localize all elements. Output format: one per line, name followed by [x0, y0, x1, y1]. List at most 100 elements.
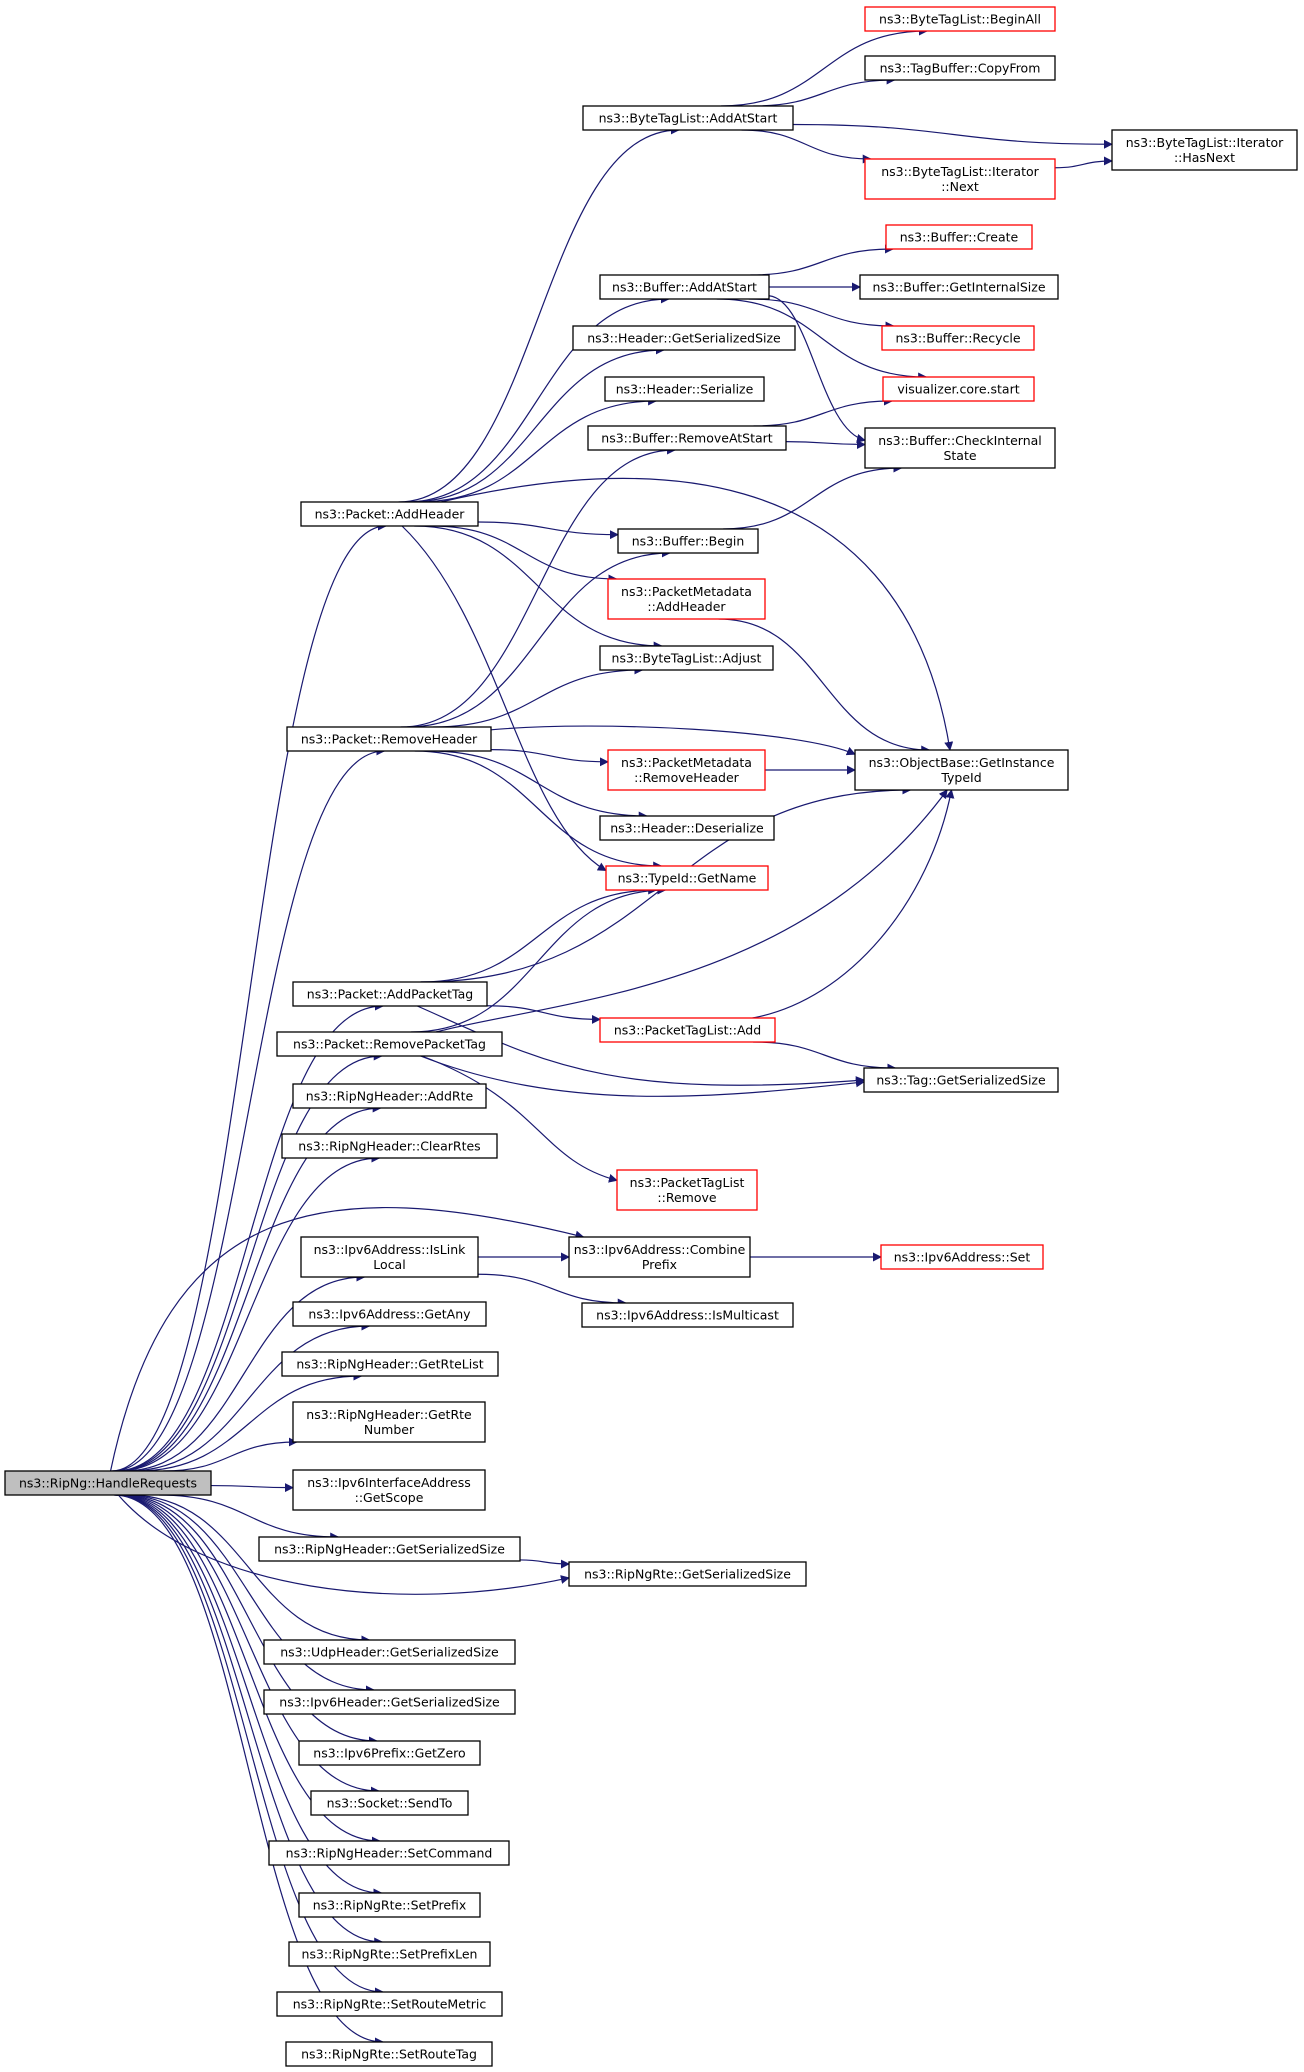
function-node[interactable]: ns3::Ipv6Prefix::GetZero	[298, 1740, 481, 1766]
node-box	[607, 749, 766, 791]
node-box	[864, 55, 1056, 81]
node-box	[859, 274, 1059, 300]
node-label: ns3::Ipv6Address::IsMulticast	[596, 1308, 779, 1323]
node-box	[607, 578, 766, 620]
function-node[interactable]: ns3::RipNgRte::SetPrefix	[298, 1892, 481, 1918]
function-node[interactable]: ns3::ByteTagList::BeginAll	[864, 6, 1056, 32]
call-edge	[417, 396, 658, 503]
node-box	[881, 325, 1035, 351]
function-node[interactable]: ns3::PacketTagList::Add	[599, 1017, 776, 1043]
function-node[interactable]: ns3::Packet::RemovePacketTag	[276, 1031, 503, 1057]
node-box	[286, 726, 492, 752]
function-node[interactable]: ns3::ByteTagList::Adjust	[599, 645, 774, 671]
function-node[interactable]: visualizer.core.start	[882, 376, 1035, 402]
function-node[interactable]: ns3::RipNgHeader::ClearRtes	[281, 1133, 498, 1159]
call-edge	[477, 521, 619, 540]
node-label: visualizer.core.start	[897, 382, 1019, 397]
function-node[interactable]: ns3::Ipv6Header::GetSerializedSize	[263, 1689, 516, 1715]
call-edge	[409, 345, 665, 503]
node-box	[863, 1067, 1059, 1093]
call-edge	[435, 789, 948, 1033]
function-node[interactable]: ns3::PacketMetadata::RemoveHeader	[607, 749, 766, 791]
node-label: TypeId	[940, 770, 981, 785]
call-edge	[490, 749, 609, 767]
function-node[interactable]: ns3::Header::Deserialize	[599, 815, 775, 841]
function-node[interactable]: ns3::Header::Serialize	[604, 376, 765, 402]
function-node[interactable]: ns3::RipNgHeader::AddRte	[292, 1083, 487, 1109]
function-node[interactable]: ns3::Buffer::RemoveAtStart	[587, 425, 787, 451]
node-box	[616, 1169, 758, 1211]
node-label: ns3::Buffer::Begin	[632, 534, 745, 549]
node-label: ::HasNext	[1174, 150, 1235, 165]
function-node[interactable]: ns3::Buffer::GetInternalSize	[859, 274, 1059, 300]
nodes-layer: ns3::RipNg::HandleRequests ns3::ByteTagLi…	[4, 6, 1298, 2067]
node-label: ns3::RipNgRte::SetPrefixLen	[302, 1947, 478, 1962]
call-edge	[519, 1559, 570, 1569]
function-node[interactable]: ns3::ByteTagList::Iterator::HasNext	[1111, 129, 1298, 171]
node-label: ns3::Ipv6Address::Set	[894, 1250, 1031, 1265]
function-node[interactable]: ns3::Ipv6Address::Set	[880, 1244, 1044, 1270]
function-node[interactable]: ns3::Tag::GetSerializedSize	[863, 1067, 1059, 1093]
function-node[interactable]: ns3::Ipv6Address::IsMulticast	[581, 1302, 794, 1328]
call-edge	[405, 294, 670, 503]
call-edge	[115, 1494, 384, 1947]
node-label: ns3::PacketMetadata	[621, 755, 752, 770]
function-node[interactable]: ns3::RipNgHeader::GetSerializedSize	[258, 1536, 521, 1562]
function-node[interactable]: ns3::Ipv6Address::GetAny	[292, 1301, 487, 1327]
function-node[interactable]: ns3::Buffer::Recycle	[881, 325, 1035, 351]
function-node[interactable]: ns3::Ipv6InterfaceAddress::GetScope	[292, 1469, 486, 1511]
function-node[interactable]: ns3::RipNgRte::SetRouteMetric	[276, 1991, 503, 2017]
node-label: ns3::Buffer::CheckInternal	[878, 433, 1042, 448]
node-box	[263, 1639, 516, 1665]
node-box	[263, 1689, 516, 1715]
function-node[interactable]: ns3::RipNgHeader::GetRteList	[281, 1351, 499, 1377]
call-edge	[414, 525, 663, 651]
function-node[interactable]: ns3::TypeId::GetName	[605, 865, 769, 891]
function-node[interactable]: ns3::PacketMetadata::AddHeader	[607, 578, 766, 620]
node-label: ns3::ByteTagList::Adjust	[612, 651, 762, 666]
call-edge	[163, 1437, 298, 1472]
function-node[interactable]: ns3::ByteTagList::AddAtStart	[582, 105, 794, 131]
function-node[interactable]: ns3::Buffer::Begin	[617, 528, 759, 554]
node-box	[292, 1301, 487, 1327]
node-label: ns3::ByteTagList::AddAtStart	[599, 111, 778, 126]
function-node[interactable]: ns3::Buffer::Create	[885, 224, 1033, 250]
function-node[interactable]: ns3::RipNgRte::SetRouteTag	[285, 2041, 493, 2067]
function-node[interactable]: ns3::ByteTagList::Iterator::Next	[864, 158, 1056, 200]
node-box	[599, 815, 775, 841]
function-node[interactable]: ns3::TagBuffer::CopyFrom	[864, 55, 1056, 81]
node-box	[581, 1302, 794, 1328]
node-box	[276, 1991, 503, 2017]
function-node[interactable]: ns3::UdpHeader::GetSerializedSize	[263, 1639, 516, 1665]
call-edge	[420, 1055, 865, 1097]
call-edge	[785, 440, 866, 450]
function-node[interactable]: ns3::RipNgRte::SetPrefixLen	[288, 1941, 491, 1967]
function-node[interactable]: ns3::Header::GetSerializedSize	[572, 325, 796, 351]
function-node[interactable]: ns3::Buffer::AddAtStart	[599, 274, 770, 300]
function-node[interactable]: ns3::Socket::SendTo	[310, 1790, 469, 1816]
call-edge	[720, 26, 928, 107]
node-box	[292, 1083, 487, 1109]
node-label: ns3::Buffer::AddAtStart	[612, 280, 757, 295]
function-node[interactable]: ns3::RipNgRte::GetSerializedSize	[568, 1561, 807, 1587]
node-label: ns3::Ipv6Prefix::GetZero	[313, 1746, 465, 1761]
node-box	[864, 6, 1056, 32]
function-node[interactable]: ns3::RipNgHeader::SetCommand	[268, 1840, 510, 1866]
node-label: ::GetScope	[355, 1490, 424, 1505]
function-node[interactable]: ns3::Packet::AddHeader	[300, 501, 479, 527]
call-edge	[210, 1483, 294, 1493]
call-edge	[716, 298, 928, 382]
function-node[interactable]: ns3::Packet::RemoveHeader	[286, 726, 492, 752]
function-node[interactable]: ns3::Packet::AddPacketTag	[292, 981, 488, 1007]
function-node[interactable]: ns3::PacketTagList::Remove	[616, 1169, 758, 1211]
node-label: ns3::RipNgRte::GetSerializedSize	[584, 1567, 791, 1582]
root-function-node[interactable]: ns3::RipNg::HandleRequests	[4, 1470, 212, 1496]
call-edge	[417, 1005, 865, 1086]
call-edge	[127, 1494, 371, 1645]
